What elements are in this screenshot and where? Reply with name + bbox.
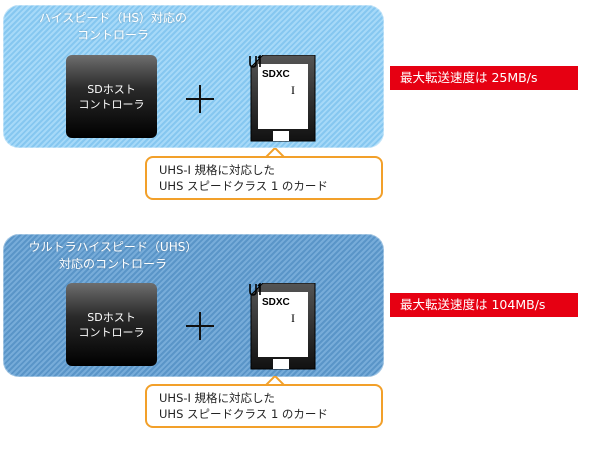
card-uhs-roman: I xyxy=(291,83,295,97)
plus-icon xyxy=(186,85,214,113)
hs-max-speed-badge: 最大転送速度は 25MB/s xyxy=(390,66,578,90)
uhs-panel-title: ウルトラハイスピード（UHS） 対応のコントローラ xyxy=(13,239,213,273)
uhs-callout-pointer xyxy=(265,376,285,386)
callout-line-2: UHS スピードクラス 1 のカード xyxy=(159,407,328,421)
hs-sd-host-controller: SDホスト コントローラ xyxy=(66,55,157,138)
callout-line-2: UHS スピードクラス 1 のカード xyxy=(159,179,328,193)
controller-line-2: コントローラ xyxy=(78,325,145,339)
card-uhs-roman: I xyxy=(291,311,295,325)
callout-line-1: UHS-I 規格に対応した xyxy=(159,391,276,405)
uhs-panel: ウルトラハイスピード（UHS） 対応のコントローラ xyxy=(3,234,384,377)
sd-card-icon: SDXC I xyxy=(249,283,317,371)
sd-card-icon: SDXC I xyxy=(249,55,317,143)
uhs-sd-host-controller: SDホスト コントローラ xyxy=(66,283,157,366)
uhs-max-speed-badge: 最大転送速度は 104MB/s xyxy=(390,293,578,317)
hs-panel: ハイスピード（HS）対応の コントローラ xyxy=(3,5,384,148)
card-label: SDXC xyxy=(262,297,290,308)
uhs-speed-class-1-icon xyxy=(249,55,261,68)
uhs-speed-class-1-icon xyxy=(249,283,261,296)
hs-title-line-2: コントローラ xyxy=(76,28,149,42)
plus-icon xyxy=(186,312,214,340)
card-label: SDXC xyxy=(262,69,290,80)
hs-title-line-1: ハイスピード（HS）対応の xyxy=(38,11,188,25)
hs-card-callout: UHS-I 規格に対応した UHS スピードクラス 1 のカード xyxy=(145,156,383,200)
uhs-title-line-2: 対応のコントローラ xyxy=(58,257,167,271)
hs-callout-pointer xyxy=(265,148,285,158)
uhs-card-callout: UHS-I 規格に対応した UHS スピードクラス 1 のカード xyxy=(145,384,383,428)
callout-line-1: UHS-I 規格に対応した xyxy=(159,163,276,177)
controller-line-1: SDホスト xyxy=(87,82,136,96)
uhs-title-line-1: ウルトラハイスピード（UHS） xyxy=(28,240,198,254)
hs-panel-title: ハイスピード（HS）対応の コントローラ xyxy=(13,10,213,44)
controller-line-2: コントローラ xyxy=(78,97,145,111)
controller-line-1: SDホスト xyxy=(87,310,136,324)
